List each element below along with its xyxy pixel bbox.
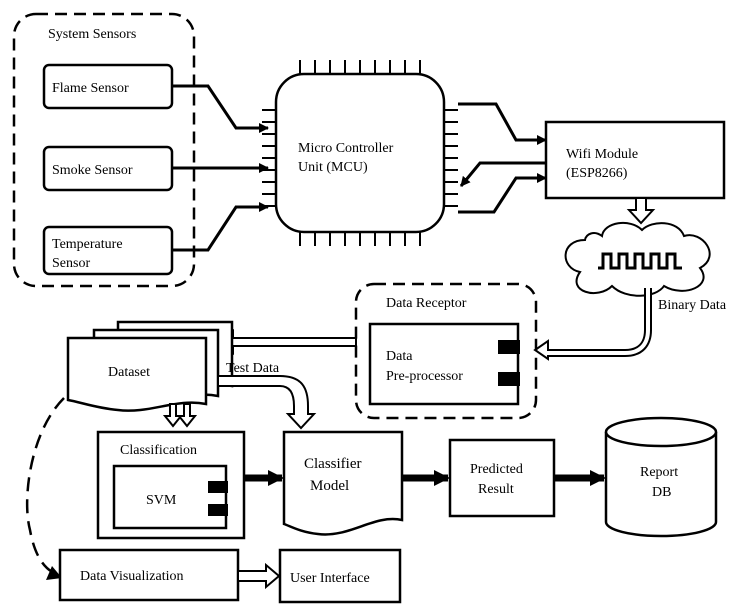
wifi-label-1: Wifi Module: [566, 147, 638, 162]
binary-data-label: Binary Data: [658, 298, 727, 313]
test-data-label: Test Data: [226, 361, 280, 376]
smoke-sensor-label: Smoke Sensor: [52, 163, 133, 178]
mcu-label-2: Unit (MCU): [298, 160, 368, 175]
dataset-to-classification-arrow-1: [162, 403, 184, 428]
flame-sensor-label: Flame Sensor: [52, 81, 129, 96]
svm-port-bottom: [208, 504, 228, 516]
classifier-label-2: Model: [310, 478, 349, 494]
mcu-chip: Micro Controller Unit (MCU): [262, 60, 458, 246]
flame-sensor: Flame Sensor: [42, 63, 174, 110]
cloud-to-receptor-arrow: [533, 288, 652, 361]
dataset-to-classifier-arrow: [217, 375, 317, 430]
predicted-result: Predicted Result: [448, 438, 556, 518]
system-sensors-group: System Sensors: [12, 12, 196, 288]
classification-label: Classification: [120, 443, 197, 458]
mcu-wifi-arrows: [458, 102, 547, 214]
wifi-to-cloud-arrow: [626, 197, 656, 225]
preprocessor-box: [368, 322, 520, 406]
wifi-module: Wifi Module (ESP8266): [544, 120, 726, 200]
predicted-label-2: Result: [478, 482, 514, 497]
user-interface-label: User Interface: [290, 571, 370, 586]
sensor-arrows: [172, 84, 269, 252]
data-visualization-label: Data Visualization: [80, 569, 183, 584]
wifi-label-2: (ESP8266): [566, 166, 628, 181]
component-port-bottom: [498, 372, 520, 386]
classifier-label-1: Classifier: [304, 456, 362, 472]
mcu-pins: [262, 60, 458, 246]
svm-box: [112, 464, 228, 530]
preprocessor-label-1: Data: [386, 349, 413, 364]
visualization-to-ui-arrow: [237, 562, 281, 590]
mcu-label-1: Micro Controller: [298, 141, 394, 156]
data-receptor-label: Data Receptor: [386, 296, 467, 311]
preprocessor-label-2: Pre-processor: [386, 369, 463, 384]
dataset-label: Dataset: [108, 365, 150, 380]
cloud: [564, 221, 711, 297]
temperature-sensor: Temperature Sensor: [42, 225, 174, 276]
binary-wave-icon: [598, 252, 682, 270]
receptor-to-dataset-arrow: [218, 328, 357, 356]
svm-label: SVM: [146, 493, 177, 508]
system-sensors-label: System Sensors: [48, 27, 136, 42]
data-receptor-group: Data Receptor Data Pre-processor: [354, 282, 538, 420]
data-visualization: Data Visualization: [58, 548, 240, 602]
dataset-to-classification-arrow-2: [176, 403, 198, 428]
user-interface: User Interface: [278, 548, 402, 604]
visualization-arrowhead: [46, 566, 62, 580]
classification-group: Classification SVM: [96, 430, 246, 540]
component-port-top: [498, 340, 520, 354]
report-db: Report DB: [604, 416, 718, 538]
temperature-sensor-label-1: Temperature: [52, 237, 123, 252]
predicted-label-1: Predicted: [470, 462, 523, 477]
dataset-to-visualization-path: [25, 397, 65, 576]
report-label-1: Report: [640, 465, 678, 480]
temperature-sensor-label-2: Sensor: [52, 256, 90, 271]
classifier-model: Classifier Model: [282, 430, 404, 536]
dataset: Dataset: [66, 320, 234, 412]
smoke-sensor: Smoke Sensor: [42, 145, 174, 192]
report-label-2: DB: [652, 485, 671, 500]
svm-port-top: [208, 481, 228, 493]
